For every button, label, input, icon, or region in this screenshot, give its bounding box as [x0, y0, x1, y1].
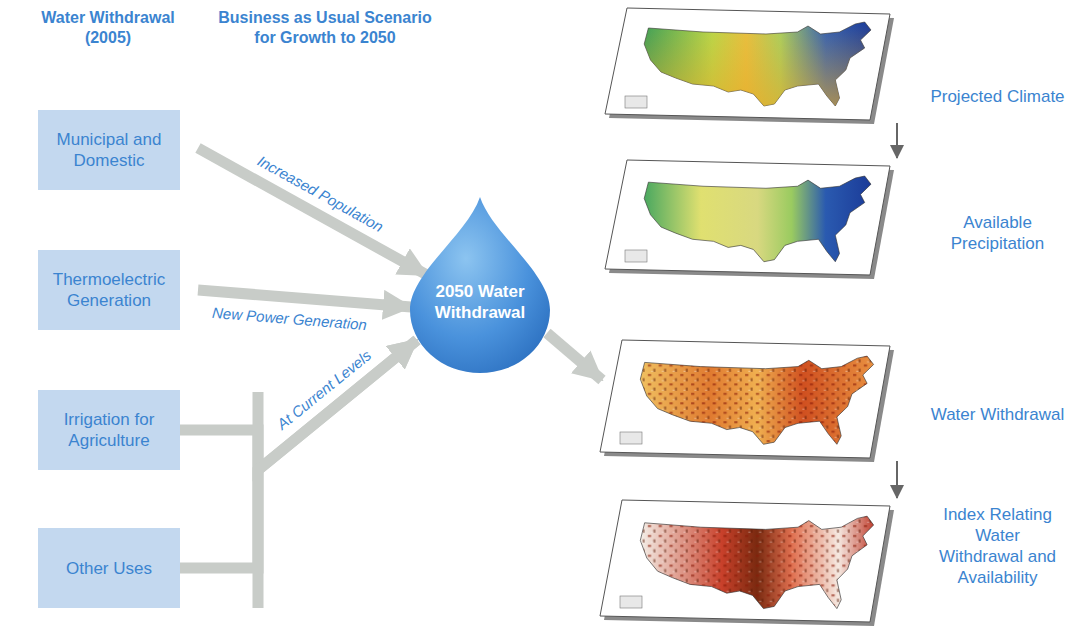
- column-heading: Water Withdrawal (2005): [33, 8, 183, 48]
- box-text: Irrigation for Agriculture: [48, 409, 170, 451]
- flow-arrow: [547, 333, 602, 380]
- precipitation-map: [605, 160, 894, 279]
- box-text: Thermoelectric Generation: [48, 269, 170, 311]
- step-arrow: [896, 461, 898, 498]
- map-panel: Water Withdrawal: [600, 340, 1075, 458]
- source-box: Other Uses: [38, 528, 180, 608]
- flow-label: New Power Generation: [212, 303, 368, 332]
- climate-map: [605, 8, 894, 124]
- column-heading: Business as Usual Scenario for Growth to…: [208, 8, 443, 48]
- source-box: Municipal and Domestic: [38, 110, 180, 190]
- box-text: Other Uses: [48, 558, 170, 579]
- flow-arrow: [180, 340, 417, 568]
- map-label: Water Withdrawal: [925, 404, 1070, 425]
- flow-arrow: [180, 340, 417, 470]
- map-panel: Available Precipitation: [600, 160, 1075, 275]
- step-arrow: [896, 123, 898, 158]
- map-label: Available Precipitation: [925, 212, 1070, 254]
- box-text: Municipal and Domestic: [48, 129, 170, 171]
- water-drop: 2050 Water Withdrawal: [405, 195, 555, 375]
- index-map: [600, 500, 894, 626]
- map-label: Projected Climate: [925, 86, 1070, 107]
- map-label: Index Relating Water Withdrawal and Avai…: [933, 504, 1063, 588]
- source-box: Thermoelectric Generation: [38, 250, 180, 330]
- drop-text: 2050 Water Withdrawal: [405, 281, 555, 323]
- flow-arrow: [198, 148, 427, 275]
- withdrawal-map: [600, 340, 894, 462]
- map-panel: Projected Climate: [600, 8, 1075, 120]
- source-box: Irrigation for Agriculture: [38, 390, 180, 470]
- map-panel: Index Relating Water Withdrawal and Avai…: [600, 500, 1075, 622]
